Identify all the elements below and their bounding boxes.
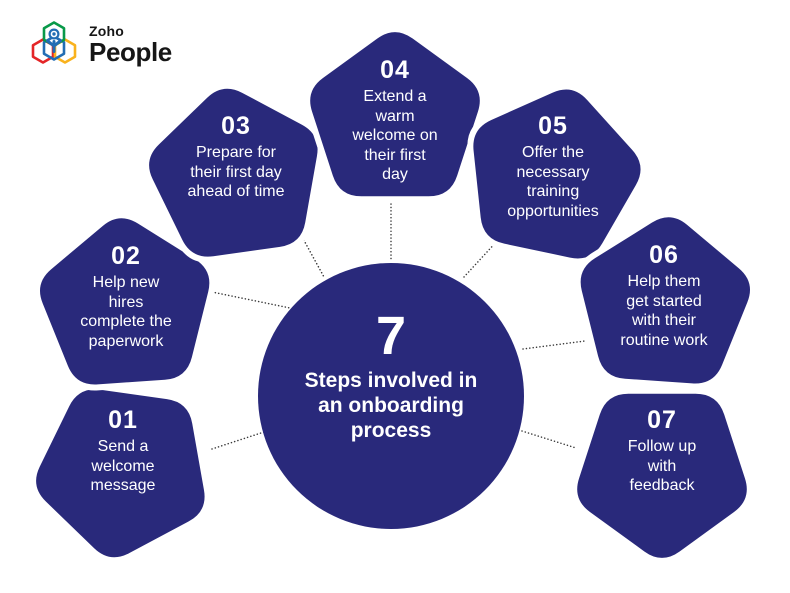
step-text: Prepare for their first day ahead of tim… bbox=[187, 144, 285, 201]
step-number: 07 bbox=[647, 406, 677, 434]
step-number: 01 bbox=[108, 406, 138, 434]
step-text: Extend a warm welcome on their first day bbox=[352, 88, 438, 184]
logo-brand-text: Zoho bbox=[89, 23, 125, 39]
step-text: Help new hires complete the paperwork bbox=[80, 274, 172, 350]
step-text: Help them get started with their routine… bbox=[620, 273, 708, 349]
dotted-line-step-3 bbox=[288, 212, 325, 278]
step-text: Send a welcome message bbox=[90, 438, 156, 495]
center-step-count: 7 bbox=[375, 306, 407, 366]
dotted-line-step-1 bbox=[211, 431, 265, 450]
pentagon-shape bbox=[30, 383, 211, 564]
step-number: 02 bbox=[111, 242, 141, 270]
pentagon-shape bbox=[34, 212, 216, 391]
step-text: Follow up with feedback bbox=[627, 438, 697, 495]
center-circle: 7 Steps involved in an onboarding proces… bbox=[258, 263, 524, 529]
logo-product-text: People bbox=[89, 37, 172, 67]
pentagon-shape bbox=[304, 26, 486, 203]
pentagon-shape bbox=[571, 387, 753, 564]
pentagon-shape bbox=[574, 211, 756, 390]
pentagon-shape bbox=[143, 82, 324, 263]
step-number: 03 bbox=[221, 112, 251, 140]
dotted-line-step-6 bbox=[522, 340, 586, 350]
dotted-line-step-7 bbox=[521, 430, 577, 449]
zoho-people-logo: Zoho People bbox=[28, 16, 172, 70]
step-number: 06 bbox=[649, 241, 679, 269]
step-number: 05 bbox=[538, 112, 568, 140]
step-number: 04 bbox=[380, 56, 410, 84]
dotted-line-step-2 bbox=[211, 291, 291, 309]
center-title: Steps involved in an onboarding process bbox=[304, 369, 478, 443]
zoho-people-icon bbox=[31, 21, 77, 64]
step-text: Offer the necessary training opportuniti… bbox=[507, 144, 599, 220]
